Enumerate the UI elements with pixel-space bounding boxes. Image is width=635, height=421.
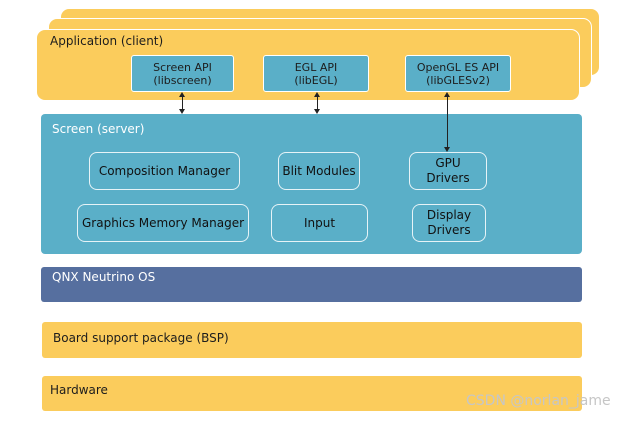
os-layer: QNX Neutrino OS: [41, 267, 582, 302]
bsp-layer: Board support package (BSP): [42, 322, 582, 358]
gpu-drivers-label: GPU Drivers: [426, 156, 470, 185]
bsp-label: Board support package (BSP): [53, 331, 229, 345]
composition-manager-label: Composition Manager: [98, 163, 231, 178]
opengl-es-api-label: OpenGL ES API (libGLESv2): [416, 60, 500, 87]
graphics-memory-manager-label: Graphics Memory Manager: [81, 215, 245, 230]
hardware-label: Hardware: [50, 383, 108, 397]
blit-modules-box: Blit Modules: [278, 152, 360, 190]
display-drivers-label: Display Drivers: [426, 208, 472, 237]
hardware-layer: Hardware: [42, 376, 582, 411]
opengl-es-api-box: OpenGL ES API (libGLESv2): [405, 55, 511, 92]
watermark-text: CSDN @norlan_jame: [466, 393, 611, 409]
input-label: Input: [303, 215, 336, 230]
screen-label: Screen (server): [52, 122, 145, 136]
blit-modules-label: Blit Modules: [282, 163, 356, 178]
egl-api-box: EGL API (libEGL): [263, 55, 369, 92]
graphics-memory-manager-box: Graphics Memory Manager: [77, 204, 249, 242]
screen-api-label: Screen API (libscreen): [153, 60, 212, 87]
application-label: Application (client): [50, 34, 164, 48]
input-box: Input: [271, 204, 368, 242]
composition-manager-box: Composition Manager: [89, 152, 240, 190]
screen-api-box: Screen API (libscreen): [131, 55, 234, 92]
gpu-drivers-box: GPU Drivers: [409, 152, 487, 190]
os-label: QNX Neutrino OS: [52, 270, 156, 284]
display-drivers-box: Display Drivers: [412, 204, 486, 242]
egl-api-label: EGL API (libEGL): [294, 60, 338, 87]
